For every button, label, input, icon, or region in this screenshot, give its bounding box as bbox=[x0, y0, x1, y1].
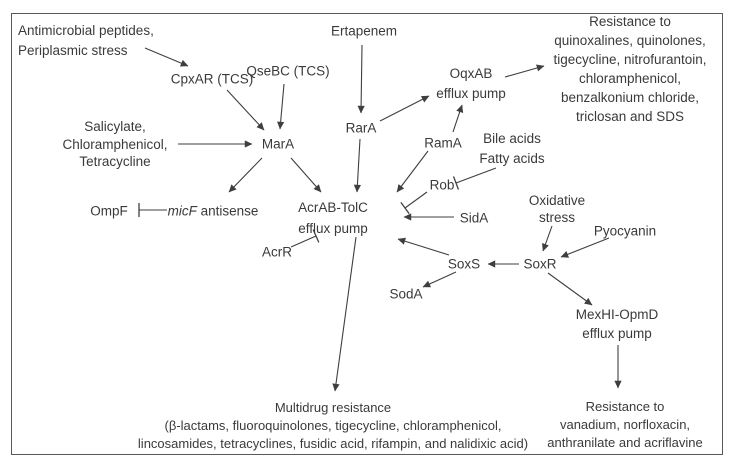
node-soda: SodA bbox=[389, 285, 422, 304]
edge-soxr-to-mexhi-arrow bbox=[547, 272, 593, 306]
node-acrab: AcrAB-TolC efflux pump bbox=[298, 197, 368, 239]
node-mara: MarA bbox=[262, 135, 294, 154]
edge-soxs-to-acrab-arrow bbox=[397, 237, 450, 256]
node-oxidative-line-1: stress bbox=[538, 210, 575, 225]
node-resistance-mexhi-line-2: anthranilate and acriflavine bbox=[547, 435, 703, 450]
node-rara-line-0: RarA bbox=[345, 120, 377, 136]
node-resistance-oqxab-line-1: quinoxalines, quinolones, bbox=[554, 33, 706, 48]
node-soxs: SoxS bbox=[448, 255, 480, 274]
node-pyocyanin-line-0: Pyocyanin bbox=[593, 223, 657, 239]
node-soda-line-0: SodA bbox=[389, 286, 423, 302]
node-salicylate-group-line-2: Tetracycline bbox=[79, 153, 151, 169]
node-rob-line-0: Rob bbox=[429, 177, 455, 193]
edge-acrr-to-acrab-inhibit bbox=[290, 229, 320, 248]
edge-rara-to-oqxab-arrow bbox=[379, 95, 430, 122]
node-soxs-line-0: SoxS bbox=[447, 256, 481, 272]
node-salicylate-group-line-1: Chloramphenicol, bbox=[62, 136, 168, 152]
node-bile-fatty-line-0: Bile acids bbox=[483, 131, 541, 146]
edge-oxidative-to-soxr-arrow bbox=[542, 225, 553, 252]
node-resistance-oqxab-line-5: triclosan and SDS bbox=[575, 109, 685, 124]
node-ompf-line-0: OmpF bbox=[90, 203, 128, 219]
node-multidrug: Multidrug resistance (β-lactams, fluoroqu… bbox=[138, 399, 528, 453]
node-rama: RamA bbox=[424, 134, 462, 153]
node-antimicrobial-stress-line-0: Antimicrobial peptides, bbox=[18, 23, 154, 38]
node-resistance-mexhi-line-0: Resistance to bbox=[585, 399, 665, 414]
node-oxidative-line-0: Oxidative bbox=[528, 193, 586, 208]
node-multidrug-line-2: lincosamides, tetracyclines, fusidic aci… bbox=[137, 436, 529, 451]
node-mara-line-0: MarA bbox=[261, 136, 295, 152]
node-oqxab-line-1: efflux pump bbox=[436, 86, 506, 101]
node-mexhi: MexHI-OpmD efflux pump bbox=[576, 305, 659, 343]
node-resistance-oqxab-line-3: chloramphenicol, bbox=[578, 71, 682, 86]
node-soxr-line-0: SoxR bbox=[523, 256, 557, 272]
node-rob: Rob bbox=[430, 176, 455, 195]
node-sida: SidA bbox=[460, 209, 489, 228]
node-acrr: AcrR bbox=[262, 243, 292, 262]
node-resistance-oqxab-line-4: benzalkonium chloride, bbox=[560, 90, 700, 105]
node-cpxar: CpxAR (TCS) bbox=[171, 70, 254, 89]
edge-pyocyanin-to-soxr-arrow bbox=[560, 237, 610, 258]
node-cpxar-line-0: CpxAR (TCS) bbox=[170, 71, 254, 87]
node-acrr-line-0: AcrR bbox=[262, 244, 292, 260]
node-rara: RarA bbox=[346, 119, 377, 138]
edge-antimicrobial-stress-to-cpxar-arrow bbox=[144, 47, 189, 67]
node-oxidative: Oxidative stress bbox=[529, 192, 585, 226]
node-oqxab: OqxAB efflux pump bbox=[436, 64, 506, 104]
edge-bile-fatty-to-rob-inhibit bbox=[452, 167, 497, 190]
italic-text: micF bbox=[167, 203, 197, 219]
node-antimicrobial-stress: Antimicrobial peptides, Periplasmic stres… bbox=[18, 21, 154, 61]
edge-acrab-to-multidrug-arrow bbox=[332, 236, 357, 392]
edge-rama-to-oqxab-arrow bbox=[452, 104, 464, 133]
node-oqxab-line-0: OqxAB bbox=[449, 66, 493, 81]
edge-oqxab-to-resistance-oqxab-arrow bbox=[504, 64, 545, 78]
node-resistance-mexhi: Resistance to vanadium, norfloxacin, anthr… bbox=[547, 398, 702, 452]
node-micf-line-0: micF antisense bbox=[168, 202, 259, 221]
node-salicylate-group-line-0: Salicylate, bbox=[84, 118, 146, 134]
node-sida-line-0: SidA bbox=[459, 210, 489, 226]
plain-text: antisense bbox=[196, 203, 259, 219]
node-qsebc: QseBC (TCS) bbox=[246, 62, 329, 81]
node-acrab-line-1: efflux pump bbox=[298, 221, 368, 236]
edge-soxs-to-soda-arrow bbox=[422, 271, 457, 288]
node-ertapenem-line-0: Ertapenem bbox=[330, 23, 398, 39]
node-micf: micF antisense bbox=[168, 202, 259, 221]
node-resistance-oqxab-line-2: tigecycline, nitrofurantoin, bbox=[553, 52, 707, 67]
node-pyocyanin: Pyocyanin bbox=[594, 222, 656, 241]
node-rama-line-0: RamA bbox=[424, 135, 462, 151]
node-resistance-mexhi-line-1: vanadium, norfloxacin, bbox=[559, 417, 691, 432]
edge-mara-to-micf-arrow bbox=[228, 157, 263, 193]
node-acrab-line-0: AcrAB-TolC bbox=[298, 200, 368, 215]
figure-border bbox=[11, 13, 723, 455]
edge-rara-to-acrab-arrow bbox=[353, 138, 362, 193]
node-resistance-oqxab: Resistance to quinoxalines, quinolones, ti… bbox=[553, 12, 706, 126]
edge-rama-to-acrab-arrow bbox=[396, 150, 429, 193]
edge-cpxar-to-mara-arrow bbox=[226, 89, 265, 131]
edge-qsebc-to-mara-arrow bbox=[277, 83, 285, 130]
node-qsebc-line-0: QseBC (TCS) bbox=[246, 63, 330, 79]
node-mexhi-line-1: efflux pump bbox=[582, 326, 652, 341]
edge-ertapenem-to-rara-arrow bbox=[357, 44, 365, 114]
node-salicylate-group: Salicylate, Chloramphenicol,Tetracycline bbox=[62, 118, 167, 171]
node-multidrug-line-0: Multidrug resistance bbox=[274, 400, 392, 415]
node-resistance-oqxab-line-0: Resistance to bbox=[589, 14, 671, 29]
node-ompf: OmpF bbox=[90, 202, 128, 221]
node-soxr: SoxR bbox=[523, 255, 556, 274]
edges-group bbox=[138, 44, 622, 392]
edge-rob-to-acrab-inhibit bbox=[400, 191, 428, 215]
edge-mara-to-acrab-arrow bbox=[290, 157, 322, 193]
node-ertapenem: Ertapenem bbox=[331, 22, 397, 41]
node-multidrug-line-1: (β-lactams, fluoroquinolones, tigecyclin… bbox=[164, 418, 502, 433]
node-mexhi-line-0: MexHI-OpmD bbox=[575, 307, 659, 322]
node-antimicrobial-stress-line-1: Periplasmic stress bbox=[18, 43, 128, 58]
node-bile-fatty-line-1: Fatty acids bbox=[479, 151, 545, 166]
